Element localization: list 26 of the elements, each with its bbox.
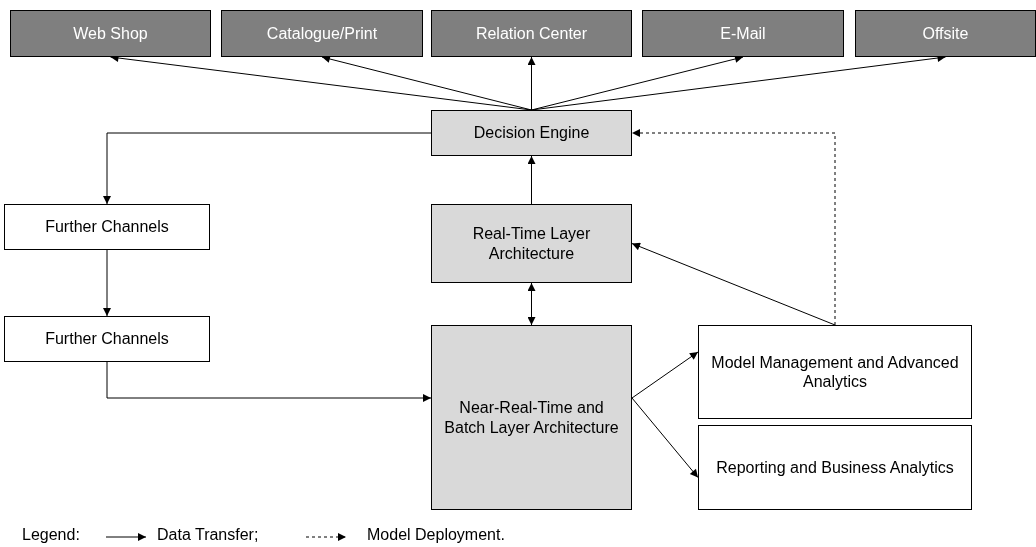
channel-box: Relation Center — [431, 10, 632, 57]
channel-box: Catalogue/Print — [221, 10, 423, 57]
channel-box: E-Mail — [642, 10, 844, 57]
arrow — [103, 132, 432, 205]
process-box: Further Channels — [4, 204, 210, 250]
arrow — [527, 56, 536, 111]
process-box: Real-Time Layer Architecture — [431, 204, 632, 283]
arrow — [631, 397, 699, 478]
arrow — [631, 351, 699, 399]
arrow — [631, 129, 836, 326]
channel-box: Offsite — [855, 10, 1036, 57]
process-box: Model Management and Advanced Analytics — [698, 325, 972, 419]
arrow — [321, 55, 532, 111]
process-box: Further Channels — [4, 316, 210, 362]
arrow — [527, 282, 536, 326]
arrow — [106, 361, 432, 402]
legend-title: Legend: — [22, 526, 80, 544]
channel-box: Web Shop — [10, 10, 211, 57]
process-box: Decision Engine — [431, 110, 632, 156]
arrow — [527, 155, 536, 205]
process-box: Near-Real-Time and Batch Layer Architecture — [431, 325, 632, 510]
arrow — [631, 242, 836, 326]
legend-text: Data Transfer; — [157, 526, 259, 544]
legend-text: Model Deployment. — [367, 526, 505, 544]
arrow — [103, 249, 111, 317]
process-box: Reporting and Business Analytics — [698, 425, 972, 510]
